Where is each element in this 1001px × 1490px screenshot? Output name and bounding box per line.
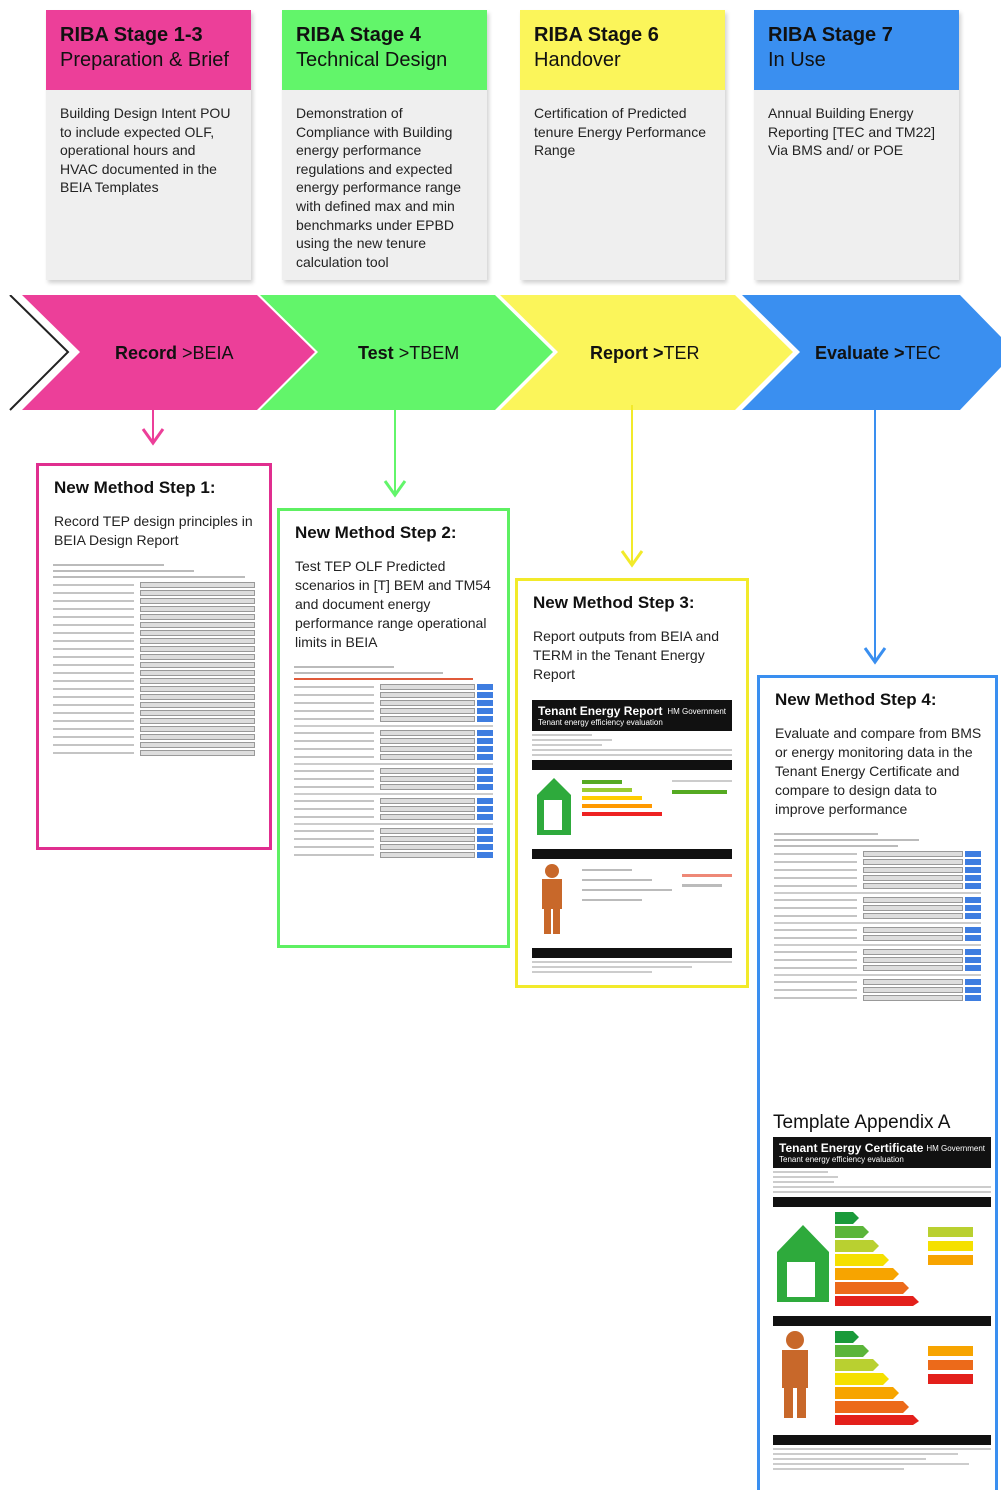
label-rest: >TBEM bbox=[393, 343, 460, 363]
label-rest: >BEIA bbox=[177, 343, 234, 363]
building-rating-graphic bbox=[537, 778, 732, 835]
stage-description: Demonstration of Compliance with Buildin… bbox=[296, 105, 461, 270]
record-arrow bbox=[22, 295, 315, 410]
label-bold: Test bbox=[358, 343, 394, 363]
report-title: Tenant Energy Report bbox=[538, 704, 663, 718]
arrowhead-step2 bbox=[383, 480, 407, 498]
tbem-report-thumbnail bbox=[294, 666, 493, 916]
method-step-1: New Method Step 1: Record TEP design pri… bbox=[36, 463, 272, 850]
certificate-subtitle: Tenant energy efficiency evaluation bbox=[779, 1155, 904, 1164]
report-section-bar bbox=[532, 849, 732, 859]
stage-number: RIBA Stage 4 bbox=[296, 24, 421, 46]
certificate-header: HM Government Tenant Energy Certificate … bbox=[773, 1137, 991, 1168]
certificate-title: Tenant Energy Certificate bbox=[779, 1141, 924, 1155]
person-rating-graphic bbox=[542, 864, 732, 934]
template-appendix-title: Template Appendix A bbox=[773, 1112, 951, 1133]
arrowhead-step4 bbox=[863, 647, 887, 665]
stage-header: RIBA Stage 1-3 Preparation & Brief bbox=[46, 10, 251, 90]
step-description: Evaluate and compare from BMS or energy … bbox=[775, 725, 982, 817]
step-title: New Method Step 4: bbox=[775, 690, 937, 709]
label-rest: TEC bbox=[904, 343, 941, 363]
fte-rating-graphic bbox=[782, 1331, 973, 1425]
evaluate-label: Evaluate >TEC bbox=[815, 343, 941, 364]
test-label: Test >TBEM bbox=[358, 343, 459, 364]
tec-comparison-thumbnail bbox=[774, 833, 981, 1083]
arrowhead-step3 bbox=[620, 550, 644, 568]
stage-number: RIBA Stage 7 bbox=[768, 24, 893, 46]
stage-header: RIBA Stage 6 Handover bbox=[520, 10, 725, 90]
method-step-3: New Method Step 3: Report outputs from B… bbox=[515, 578, 749, 988]
evaluate-arrow bbox=[742, 295, 1001, 410]
stage-description: Annual Building Energy Reporting [TEC an… bbox=[768, 105, 936, 159]
report-subtitle: Tenant energy efficiency evaluation bbox=[538, 718, 663, 727]
stage-card: RIBA Stage 6 Handover Certification of P… bbox=[520, 10, 725, 280]
stage-description: Building Design Intent POU to include ex… bbox=[60, 105, 231, 196]
label-bold: Record bbox=[115, 343, 178, 363]
stage-name: Technical Design bbox=[296, 49, 448, 71]
stage-name: In Use bbox=[768, 49, 826, 71]
label-bold: Report > bbox=[590, 343, 664, 363]
certificate-section-bar bbox=[773, 1435, 991, 1445]
tenant-energy-report-thumbnail: HM Government Tenant Energy Report Tenan… bbox=[532, 700, 732, 973]
report-section-bar bbox=[532, 760, 732, 770]
process-arrows bbox=[9, 295, 1001, 665]
step-description: Report outputs from BEIA and TERM in the… bbox=[533, 628, 719, 682]
report-label: Report >TER bbox=[590, 343, 700, 364]
stage-card: RIBA Stage 4 Technical Design Demonstrat… bbox=[282, 10, 487, 280]
label-bold: Evaluate > bbox=[815, 343, 905, 363]
label-rest: TER bbox=[663, 343, 700, 363]
stage-card: RIBA Stage 1-3 Preparation & Brief Build… bbox=[46, 10, 251, 280]
step-description: Record TEP design principles in BEIA Des… bbox=[54, 513, 253, 548]
stage-card: RIBA Stage 7 In Use Annual Building Ener… bbox=[754, 10, 959, 280]
tenant-energy-certificate-thumbnail: HM Government Tenant Energy Certificate … bbox=[773, 1137, 991, 1482]
arrowhead-step1 bbox=[141, 428, 165, 446]
gov-logo: HM Government bbox=[926, 1144, 985, 1153]
method-step-2: New Method Step 2: Test TEP OLF Predicte… bbox=[277, 508, 510, 948]
gov-logo: HM Government bbox=[667, 707, 726, 716]
test-arrow bbox=[260, 295, 553, 410]
step-title: New Method Step 1: bbox=[54, 478, 216, 497]
step-description: Test TEP OLF Predicted scenarios in [T] … bbox=[295, 558, 491, 650]
certificate-section-bar bbox=[773, 1316, 991, 1326]
stage-header: RIBA Stage 4 Technical Design bbox=[282, 10, 487, 90]
beia-report-thumbnail bbox=[53, 564, 255, 794]
stage-number: RIBA Stage 6 bbox=[534, 24, 659, 46]
stage-name: Handover bbox=[534, 49, 621, 71]
record-label: Record >BEIA bbox=[115, 343, 234, 364]
stage-name: Preparation & Brief bbox=[60, 49, 229, 71]
operational-rating-graphic bbox=[777, 1212, 973, 1306]
report-header: HM Government Tenant Energy Report Tenan… bbox=[532, 700, 732, 731]
report-arrow bbox=[500, 295, 793, 410]
step-title: New Method Step 2: bbox=[295, 523, 457, 542]
start-chevron bbox=[9, 295, 70, 411]
certificate-section-bar bbox=[773, 1197, 991, 1207]
stage-description: Certification of Predicted tenure Energy… bbox=[534, 105, 706, 159]
stage-header: RIBA Stage 7 In Use bbox=[754, 10, 959, 90]
stage-number: RIBA Stage 1-3 bbox=[60, 24, 203, 46]
step-title: New Method Step 3: bbox=[533, 593, 695, 612]
report-section-bar bbox=[532, 948, 732, 958]
